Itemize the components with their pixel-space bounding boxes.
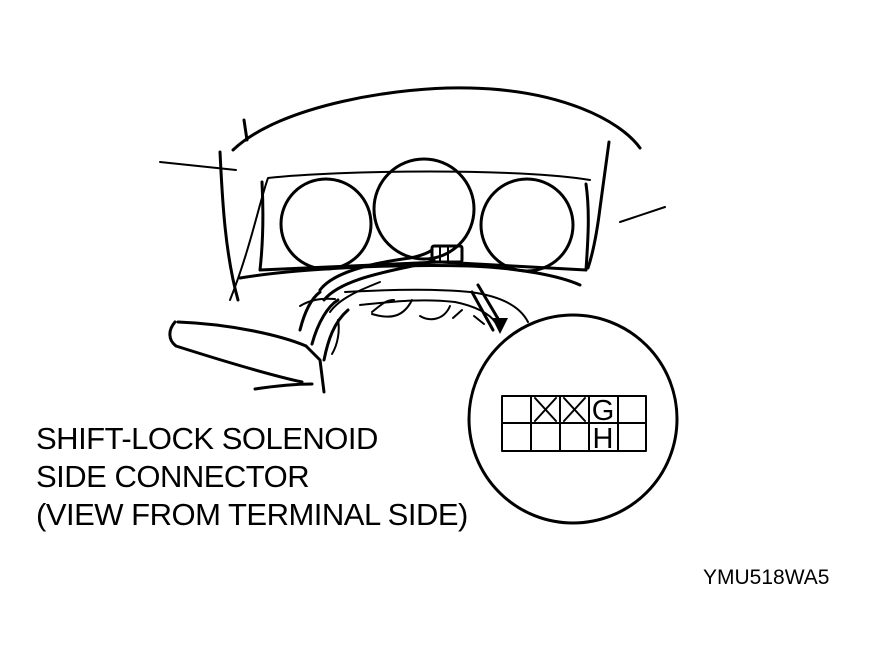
right-gauge bbox=[479, 177, 575, 273]
lower-cover bbox=[238, 264, 582, 325]
left-gauge bbox=[279, 177, 373, 271]
caption-line-3: (VIEW FROM TERMINAL SIDE) bbox=[36, 497, 468, 532]
steering-spoke bbox=[168, 290, 350, 394]
terminal-g-label: G bbox=[592, 395, 615, 427]
dashboard-hood bbox=[159, 86, 666, 302]
center-gauge bbox=[372, 157, 476, 261]
connector-caption: SHIFT-LOCK SOLENOID SIDE CONNECTOR (VIEW… bbox=[36, 420, 468, 534]
caption-line-2: SIDE CONNECTOR bbox=[36, 459, 310, 494]
leader-pointer bbox=[470, 283, 508, 334]
caption-line-1: SHIFT-LOCK SOLENOID bbox=[36, 421, 378, 456]
connector-detail-view: G H bbox=[467, 313, 679, 525]
figure-code: YMU518WA5 bbox=[703, 566, 830, 589]
terminal-grid: G H bbox=[501, 395, 647, 455]
wire-harness bbox=[318, 244, 464, 313]
terminal-h-label: H bbox=[593, 423, 614, 455]
